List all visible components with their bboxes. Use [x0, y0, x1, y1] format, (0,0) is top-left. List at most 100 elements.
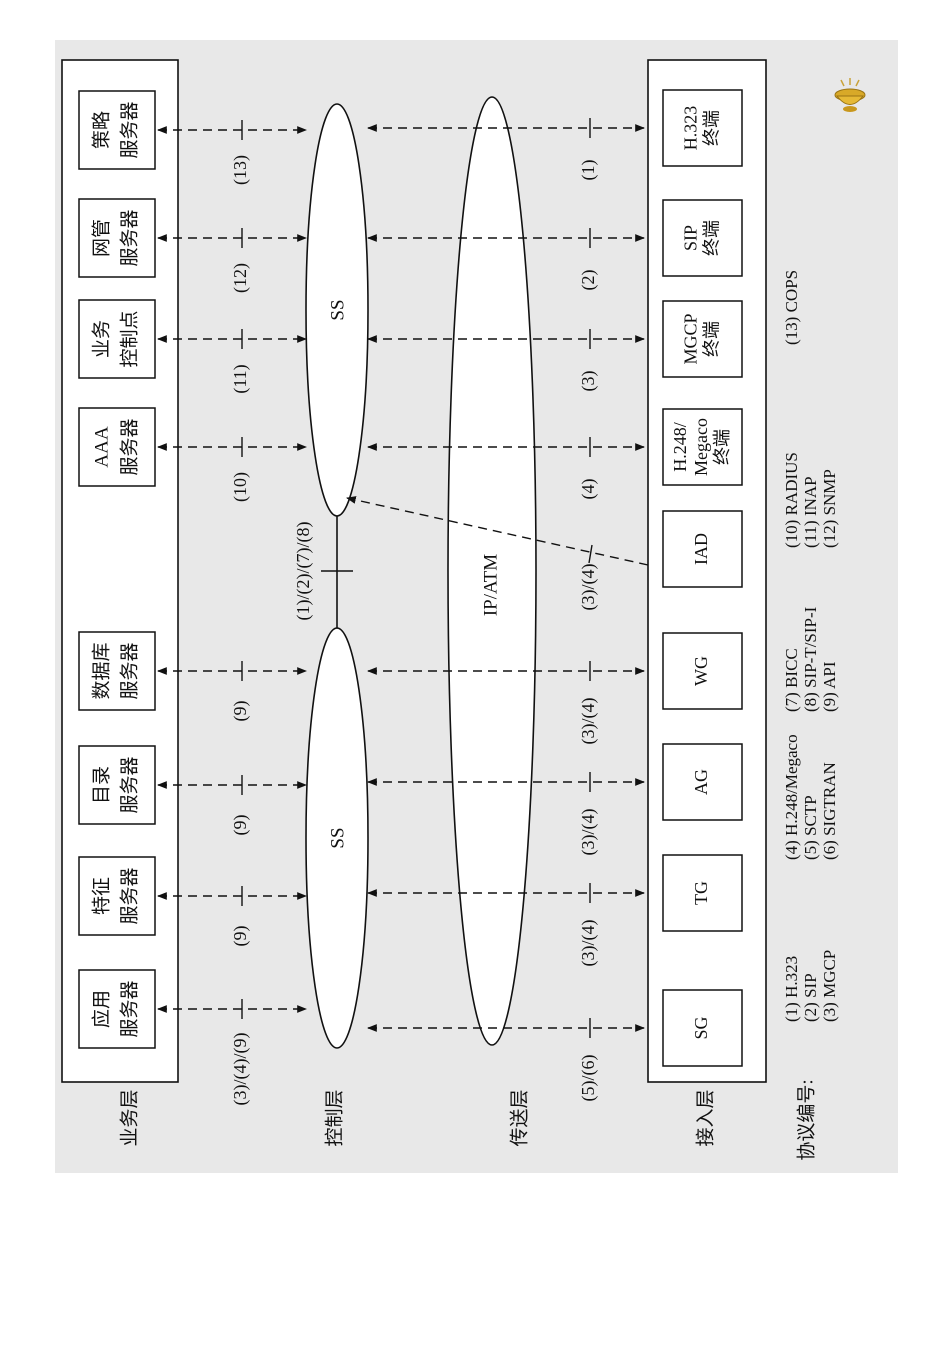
- service-link-scp: (11): [157, 329, 307, 394]
- service-box-type: 服务器: [118, 101, 140, 158]
- access-box-frame: [662, 89, 743, 167]
- service-box-frame: [78, 631, 156, 711]
- service-box-frame: [78, 299, 156, 379]
- service-link-directory: (9): [157, 775, 307, 836]
- service-box-name: 目录: [91, 766, 112, 804]
- legend-item: (4) H.248/Megaco: [782, 734, 801, 860]
- ip-atm-core-ellipse: [447, 96, 537, 1046]
- access-box-wg: WG: [662, 632, 743, 710]
- access-box-label: 终端: [702, 220, 722, 256]
- service-link-protocol: (10): [230, 472, 251, 502]
- access-link-protocol: (4): [578, 479, 599, 500]
- access-box-frame: [662, 743, 743, 821]
- access-box-label: H.323: [681, 106, 701, 151]
- legend-item: (2) SIP: [801, 973, 820, 1022]
- access-box-frame: [662, 510, 743, 588]
- service-box-type: 控制点: [118, 310, 140, 367]
- service-box-type: 服务器: [118, 209, 140, 266]
- service-link-feature: (9): [157, 886, 307, 947]
- service-box-name: 网管: [90, 219, 112, 257]
- service-box-name: 数据库: [90, 642, 112, 699]
- access-link-h323: (1): [367, 118, 645, 181]
- service-link-app: (3)/(4)/(9): [157, 999, 307, 1106]
- service-box-frame: [78, 745, 156, 825]
- access-box-frame: [662, 989, 743, 1067]
- legend-item: (5) SCTP: [801, 795, 820, 860]
- access-link-h248: (4): [367, 437, 645, 500]
- service-box-name: AAA: [91, 426, 112, 467]
- service-box-app: 应用服务器: [78, 969, 156, 1049]
- access-link-mgcp: (3): [367, 329, 645, 392]
- access-link-protocol: (3)/(4): [578, 564, 599, 611]
- iad-to-softswitch-link: [346, 496, 649, 566]
- core-network-label: IP/ATM: [480, 554, 501, 616]
- service-box-frame: [78, 407, 156, 487]
- protocol-legend: 协议编号: (1) H.323(2) SIP(3) MGCP (4) H.248/…: [782, 270, 839, 1161]
- service-box-name: 业务: [90, 320, 112, 358]
- service-link-protocol: (9): [230, 701, 251, 722]
- access-box-label: IAD: [691, 533, 711, 565]
- access-box-frame: [662, 408, 743, 486]
- access-link-tg: (3)/(4): [367, 883, 645, 966]
- access-box-label: SG: [691, 1016, 711, 1039]
- layer-label-service: 业务层: [118, 1089, 140, 1146]
- legend-item: (8) SIP-T/SIP-I: [801, 606, 820, 712]
- access-link-sg: (5)/(6): [367, 1018, 645, 1101]
- access-link-protocol: (2): [578, 270, 599, 291]
- softswitch-label-upper: SS: [327, 299, 348, 320]
- access-box-tg: TG: [662, 854, 743, 932]
- softswitch-ellipse-upper: [305, 103, 369, 517]
- service-box-type: 服务器: [118, 642, 140, 699]
- service-link-protocol: (13): [230, 155, 251, 185]
- access-box-ag: AG: [662, 743, 743, 821]
- layer-label-control: 控制层: [323, 1089, 345, 1146]
- service-box-policy: 策略服务器: [78, 90, 156, 170]
- access-link-protocol: (3)/(4): [578, 809, 599, 856]
- softswitch-ellipse-lower: [305, 627, 369, 1049]
- access-box-label: AG: [691, 769, 711, 795]
- access-link-sip: (2): [367, 228, 645, 291]
- access-box-label: WG: [691, 656, 711, 686]
- service-link-nms: (12): [157, 228, 307, 293]
- service-box-scp: 业务控制点: [78, 299, 156, 379]
- service-link-protocol: (12): [230, 263, 251, 293]
- legend-item: (1) H.323: [782, 956, 801, 1022]
- access-box-label: 终端: [712, 429, 732, 465]
- access-box-iad: IAD (3)/(4): [578, 510, 743, 611]
- service-box-type: 服务器: [118, 867, 140, 924]
- legend-item: (9) API: [820, 661, 839, 712]
- service-box-type: 服务器: [118, 756, 140, 813]
- service-box-type: 服务器: [118, 418, 140, 475]
- service-link-protocol: (9): [230, 926, 251, 947]
- access-box-label: MGCP: [681, 313, 701, 364]
- service-box-frame: [78, 90, 156, 170]
- layer-label-transport: 传送层: [508, 1089, 530, 1146]
- access-control-links: (5)/(6) (3)/(4) (3)/(4) (3)/(4) (4) (3) (2) (1): [367, 118, 645, 1101]
- legend-item: (10) RADIUS: [782, 452, 801, 548]
- access-link-protocol: (1): [578, 160, 599, 181]
- legend-item: (3) MGCP: [820, 950, 839, 1022]
- service-link-policy: (13): [157, 120, 307, 185]
- service-box-nms: 网管服务器: [78, 198, 156, 278]
- service-box-database: 数据库服务器: [78, 631, 156, 711]
- service-box-directory: 目录服务器: [78, 745, 156, 825]
- access-box-frame: [662, 300, 743, 378]
- legend-title: 协议编号:: [795, 1079, 817, 1160]
- service-link-protocol: (3)/(4)/(9): [230, 1033, 251, 1106]
- lamp-icon: [834, 78, 866, 112]
- layer-label-access: 接入层: [694, 1089, 716, 1146]
- access-link-protocol: (3)/(4): [578, 698, 599, 745]
- service-box-type: 服务器: [118, 980, 140, 1037]
- service-box-frame: [78, 969, 156, 1049]
- service-link-aaa: (10): [157, 437, 307, 502]
- legend-item: (7) BICC: [782, 648, 801, 712]
- softswitch-link: (1)/(2)/(7)/(8): [293, 515, 353, 628]
- access-box-label: Megaco: [691, 418, 711, 476]
- access-box-label: 终端: [702, 110, 722, 146]
